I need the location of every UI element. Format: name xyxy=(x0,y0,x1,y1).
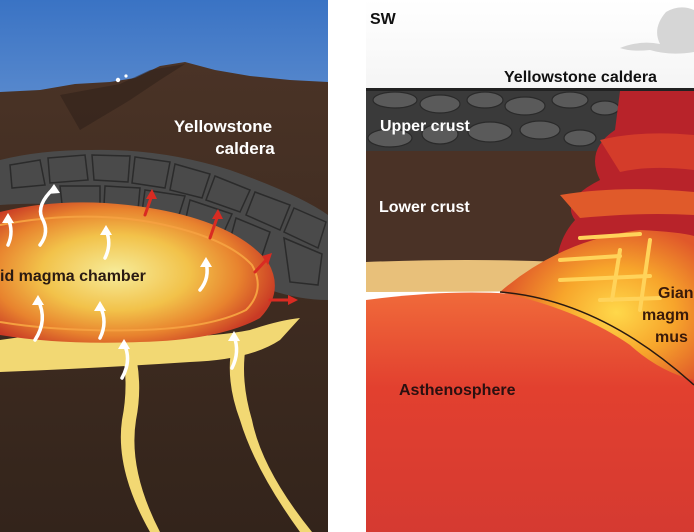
magma-sill-right xyxy=(560,189,694,218)
heat-arrowheads xyxy=(146,189,298,305)
asthenosphere xyxy=(366,292,694,532)
chamber-label: id magma chamber xyxy=(0,268,146,285)
right-caldera-label: Yellowstone caldera xyxy=(504,69,657,86)
arrow-up-icon xyxy=(38,186,56,247)
steam-dot xyxy=(115,77,121,83)
panel-divider xyxy=(328,0,366,532)
steam-plume xyxy=(620,7,694,54)
magma-upper xyxy=(600,133,694,172)
upper-crust-label: Upper crust xyxy=(380,118,470,135)
magma-dike xyxy=(229,345,312,532)
magma-dike xyxy=(120,340,160,532)
surface-line xyxy=(366,88,694,91)
mush-label-2: magm xyxy=(642,307,689,324)
magma-sill xyxy=(0,318,300,372)
arrowheads xyxy=(2,184,240,349)
chamber-inner-outline xyxy=(0,215,259,332)
mush-streaks xyxy=(558,232,662,312)
left-panel: Yellowstone caldera id magma chamber xyxy=(0,0,328,532)
left-caldera-label-1: Yellowstone xyxy=(174,117,272,136)
asthenosphere-label: Asthenosphere xyxy=(399,382,516,399)
mush-label-3: mus xyxy=(655,329,688,346)
upper-crust-rocks xyxy=(367,91,620,148)
mush-boundary xyxy=(499,291,694,386)
left-caldera-label-2: caldera xyxy=(215,139,275,158)
right-panel: SW Yellowstone caldera Upper crust Lower… xyxy=(366,0,694,532)
steam-dot xyxy=(124,74,128,78)
caldera-slope xyxy=(60,64,185,130)
mush-label-1: Gian xyxy=(658,285,694,302)
direction-label: SW xyxy=(370,11,397,28)
lower-crust-label: Lower crust xyxy=(379,199,470,216)
